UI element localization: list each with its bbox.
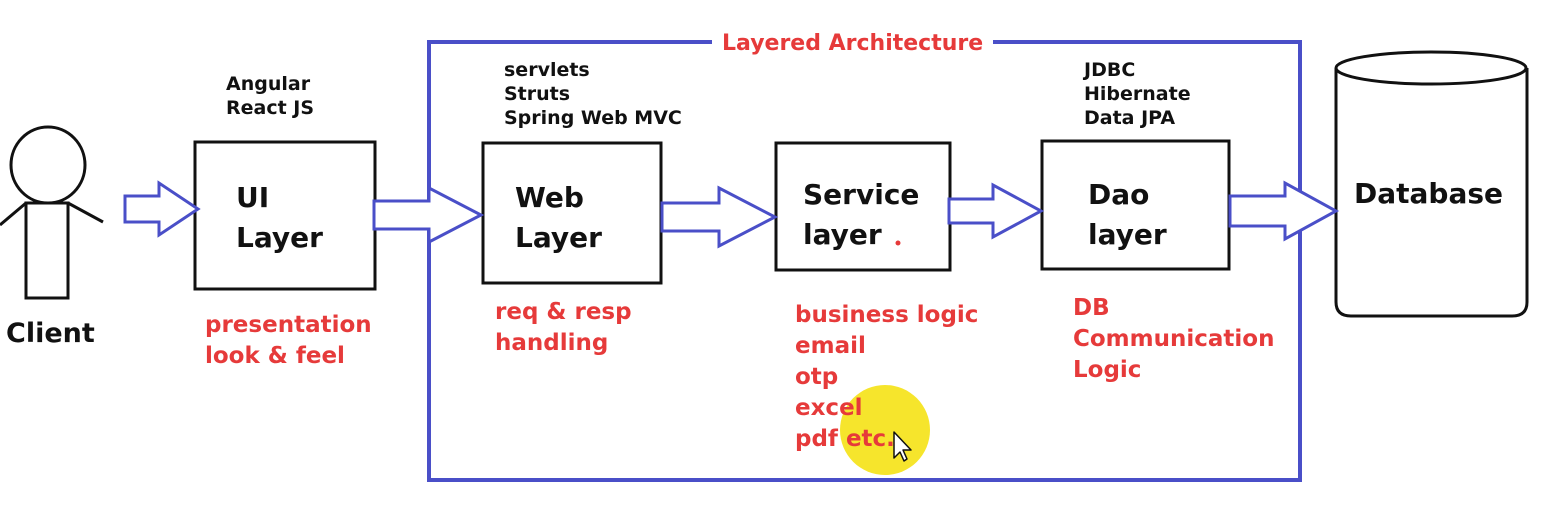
service-layer-responsibilities: business logic email otp excel pdf etc. (795, 300, 978, 455)
dao-layer-title-line1: Dao (1088, 178, 1150, 211)
service-layer-title-line1: Service (803, 178, 920, 211)
ui-tech-item: React JS (226, 97, 315, 119)
dao-layer-title: Dao layer (1088, 175, 1167, 255)
database-cylinder-icon (1334, 50, 1529, 318)
dao-layer-title-line2: layer (1088, 218, 1167, 251)
dao-tech-item: JDBC (1084, 59, 1136, 81)
diagram-title: Layered Architecture (712, 31, 994, 56)
web-layer-title-line2: Layer (515, 221, 602, 254)
ui-layer-title-line1: UI (236, 181, 270, 214)
dao-layer-responsibilities: DB Communication Logic (1073, 293, 1274, 386)
web-layer-tech-list: servlets Struts Spring Web MVC (504, 58, 682, 130)
service-layer-title: Service layer (803, 175, 919, 255)
service-layer-title-line2: layer (803, 218, 882, 251)
web-layer-title-line1: Web (515, 181, 584, 214)
web-tech-item: servlets (504, 59, 590, 81)
service-responsibility-item: business logic (795, 302, 979, 328)
ui-responsibility-item: look & feel (205, 343, 345, 369)
ui-tech-item: Angular (226, 73, 311, 95)
arrow-client-to-ui (123, 180, 201, 238)
ui-layer-box (193, 140, 377, 291)
dao-layer-tech-list: JDBC Hibernate Data JPA (1084, 58, 1191, 130)
web-layer-responsibilities: req & resp handling (495, 297, 632, 359)
web-layer-title: Web Layer (515, 178, 602, 258)
mouse-cursor-icon (893, 431, 912, 462)
red-dot-marker (895, 240, 901, 246)
service-responsibility-item: otp (795, 364, 839, 390)
web-responsibility-item: req & resp (495, 299, 632, 325)
arrow-ui-to-web (372, 185, 485, 245)
arrow-web-to-service (660, 185, 779, 249)
service-responsibility-item: excel (795, 395, 863, 421)
ui-layer-title-line2: Layer (236, 221, 323, 254)
ui-layer-tech-list: Angular React JS (226, 72, 314, 120)
web-tech-item: Struts (504, 83, 571, 105)
cursor-highlight (840, 385, 930, 475)
web-responsibility-item: handling (495, 330, 609, 356)
dao-responsibility-item: Logic (1073, 357, 1142, 383)
dao-responsibility-item: Communication (1073, 326, 1275, 352)
dao-responsibility-item: DB (1073, 295, 1110, 321)
dao-tech-item: Hibernate (1084, 83, 1191, 105)
web-tech-item: Spring Web MVC (504, 107, 682, 129)
client-label: Client (6, 318, 95, 349)
ui-responsibility-item: presentation (205, 312, 372, 338)
dao-layer-box (1040, 139, 1231, 271)
arrow-dao-to-database (1228, 180, 1340, 242)
service-responsibility-item: email (795, 333, 866, 359)
client-figure-icon (0, 125, 104, 300)
arrow-service-to-dao (947, 182, 1045, 240)
database-label: Database (1354, 177, 1504, 210)
ui-layer-responsibilities: presentation look & feel (205, 310, 372, 372)
ui-layer-title: UI Layer (236, 178, 323, 258)
dao-tech-item: Data JPA (1084, 107, 1176, 129)
service-responsibility-item: pdf etc. (795, 426, 895, 452)
